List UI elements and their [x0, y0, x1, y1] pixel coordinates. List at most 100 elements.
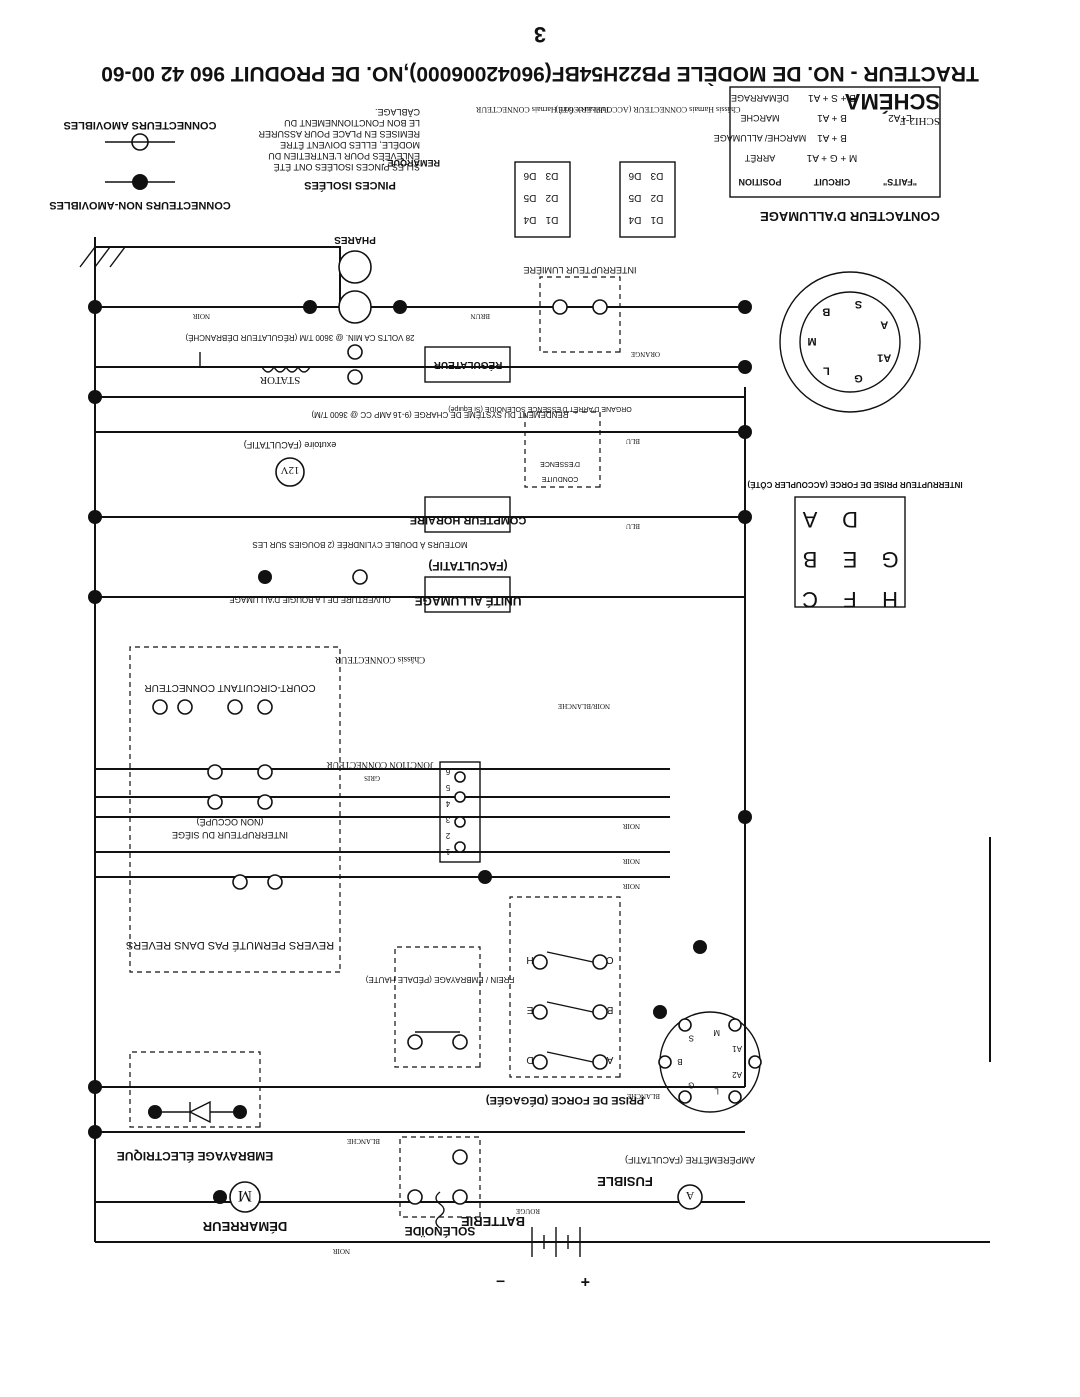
legend-clips-title: PINCES ISOLÉES — [304, 179, 396, 192]
brake-label: FREIN / EMBRAYAGE (PÉDALE HAUTE) — [365, 975, 514, 984]
spark-terminal — [352, 569, 368, 585]
regulator-label: RÉGULATEUR — [433, 359, 502, 372]
ignition-table-cell: B + A1 — [817, 112, 847, 123]
ignition-unit-label: UNITÉ ALLUMAGE — [415, 594, 522, 609]
stator-coil — [199, 352, 311, 373]
ignition-table-cell: ARRÊT — [744, 153, 775, 163]
ignition-table-cell: MARCHE/ ALLUMAGE — [714, 133, 807, 143]
junction-dot — [738, 810, 752, 824]
pto-grid-frame — [794, 496, 906, 608]
ign-contact — [658, 1055, 672, 1069]
safety-box — [129, 646, 341, 973]
wire-label: GRIS — [364, 774, 380, 782]
legend-remark-box: SI LES PINCES ISOLÉES ONT ÉTÉ ENLEVÉES P… — [258, 107, 420, 172]
pto-switch-box — [509, 896, 621, 1078]
hour-meter-opt: (FACULTATIF) — [428, 559, 507, 573]
ign-contact-label: G — [688, 1080, 694, 1089]
seat-contact — [257, 764, 273, 780]
pto-grid-letter: F — [843, 587, 856, 612]
twin-note: MOTEURS À DOUBLE CYLINDRÉE (2 BOUGIES SU… — [252, 540, 467, 549]
ign-terminal-label: B — [822, 305, 830, 317]
pto-contact — [532, 1004, 548, 1020]
junction-pin — [454, 771, 466, 783]
battery-plates — [531, 1227, 581, 1257]
outlet-12v: 12V exutoire (FACULTATIF) — [244, 440, 337, 487]
pto-grid-letter: B — [803, 547, 818, 572]
pto-grid-letter: H — [882, 587, 898, 612]
ign-contact-label: A1 — [732, 1044, 742, 1053]
spark-plug-label: OUVERTURE DE LA BOUGIE D'ALLUMAGE — [229, 595, 390, 604]
starter-terminal — [213, 1190, 227, 1204]
wire-label: BLANCHE — [347, 1137, 380, 1145]
starter: M DÉMARREUR — [202, 1181, 287, 1234]
wire-label: BRUN — [471, 312, 490, 320]
wire-label: BLANCHE — [627, 1092, 660, 1100]
fuel-solenoid-label: ORGANE D'ARRÊT D'ESSENCE SOLÉNOÏDE (Si E… — [448, 405, 631, 414]
pto-switch-label: PRISE DE FORCE (DÉGAGÉE) — [486, 1094, 645, 1107]
junction-pin — [454, 791, 466, 803]
light-switch-terminal — [592, 299, 608, 315]
legend-removable: CONNECTEURS AMOVIBLES — [64, 119, 217, 131]
pto-contact-label: A — [606, 1054, 613, 1065]
junction-dot — [653, 1005, 667, 1019]
pto-grid: INTERRUPTEUR PRISE DE FORCE (ACCOUPLER C… — [747, 480, 963, 608]
battery-plus: + — [581, 1273, 590, 1290]
ignition-switch-contacts — [658, 1011, 762, 1113]
junction-pin — [454, 841, 466, 853]
ignition-unit: UNITÉ ALLUMAGE OUVERTURE DE LA BOUGIE D'… — [229, 540, 522, 613]
ign-switch-face — [799, 291, 901, 393]
conduit-label: CONDUITE — [541, 475, 578, 482]
pto-grid-letter: C — [802, 587, 818, 612]
starter-symbol: M — [238, 1187, 252, 1204]
ignition-table-cell: L+A2 — [888, 112, 912, 123]
schema-title: SCHÉMA — [845, 89, 940, 114]
ammeter-label: AMPÈREMÈTRE (FACULTATIF) — [625, 1155, 755, 1165]
ign-contact — [678, 1018, 692, 1032]
junction-dot — [88, 510, 102, 524]
rotated-sheet: TRACTEUR - NO. DE MODÈLE PB22H54BF(96042… — [49, 22, 991, 1290]
junction-dot — [88, 590, 102, 604]
outlet-label: exutoire (FACULTATIF) — [244, 440, 337, 450]
junction-pin-label: 6 — [445, 767, 450, 776]
regulator-terminal — [347, 369, 363, 385]
ign-contact-label: B — [677, 1057, 682, 1066]
pto-grid-title: INTERRUPTEUR PRISE DE FORCE (ACCOUPLER C… — [747, 480, 962, 489]
regulator-stator: RÉGULATEUR STATOR 28 VOLTS CA MIN. @ 360… — [185, 333, 511, 386]
electric-clutch: EMBRAYAGE ÉLECTRIQUE — [117, 1051, 273, 1164]
clutch-label: EMBRAYAGE ÉLECTRIQUE — [117, 1149, 273, 1164]
clutch-diode — [155, 1100, 240, 1124]
dash-connector-box — [514, 161, 571, 238]
pto-contact-label: E — [526, 1004, 533, 1015]
ignition-table-cell: B + A1 — [817, 132, 847, 143]
short-contact — [227, 699, 243, 715]
seat-contact — [207, 764, 223, 780]
light-switch-label: INTERRUPTEUR LUMIÈRE — [523, 265, 636, 275]
junction-connector — [439, 761, 481, 863]
junction-dots — [88, 300, 752, 1139]
seat-contact — [207, 794, 223, 810]
junction-dot — [88, 300, 102, 314]
headlight — [338, 290, 372, 324]
brake-contact — [452, 1034, 468, 1050]
ignition-table-header: POSITION — [738, 177, 781, 187]
wire-label: ROUGE — [516, 1207, 540, 1215]
pto-grid-letter: D — [842, 507, 858, 532]
dash-pin-label: D4 — [523, 214, 536, 225]
junction-pin-label: 5 — [445, 783, 450, 792]
junction-pin-label: 4 — [445, 799, 450, 808]
seat-switch-label: INTERRUPTEUR DU SIÈGE — [172, 830, 288, 840]
seat-contact — [257, 794, 273, 810]
chassis-pin-label: D5 — [628, 192, 641, 203]
pto-contact — [532, 954, 548, 970]
ign-contact — [728, 1090, 742, 1104]
hour-meter-box — [424, 496, 511, 533]
harness-connectors: Tableau de bord Harnais CONNECTEUR Châss… — [475, 105, 740, 238]
ignition-table-frame — [729, 86, 941, 198]
ign-contact-label: S — [689, 1034, 694, 1043]
wire-label: NOIR — [193, 312, 210, 320]
solenoid-terminal — [452, 1149, 468, 1165]
legend-remark-label: REMARQUE : — [382, 158, 440, 168]
battery: BATTERIE + – — [461, 1214, 590, 1290]
brake-contact — [407, 1034, 423, 1050]
